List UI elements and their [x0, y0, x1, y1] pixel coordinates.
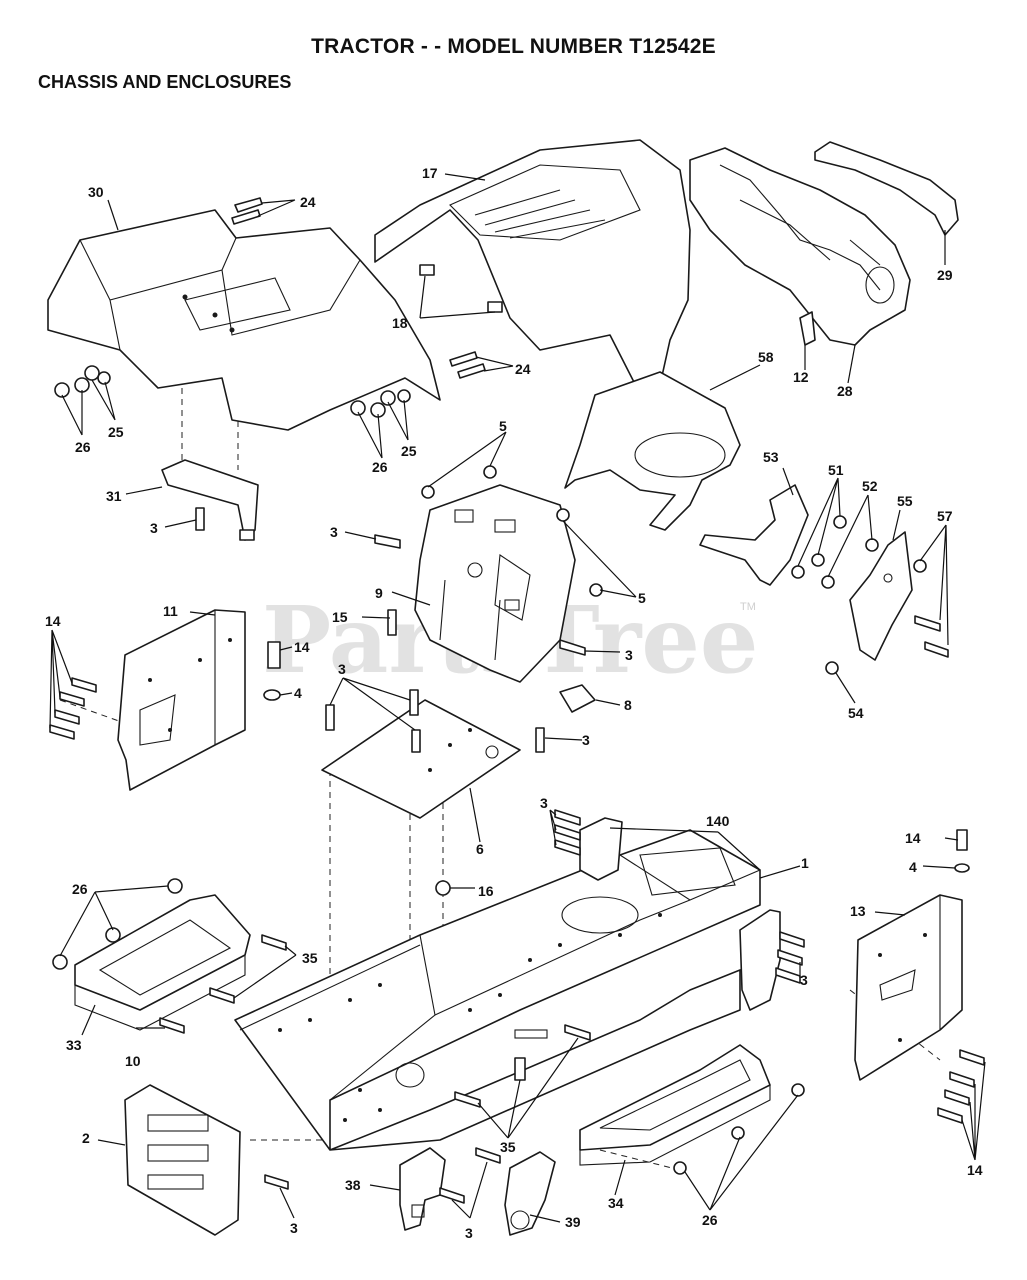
callout-8: 8 — [624, 697, 632, 713]
callout-52: 52 — [862, 478, 878, 494]
callout-31: 31 — [106, 488, 122, 504]
callout-3-i: 3 — [465, 1225, 473, 1241]
callout-14: 14 — [45, 613, 61, 629]
part-front-axle-bracket — [739, 909, 781, 1011]
callout-24: 24 — [300, 194, 316, 210]
part-53-bracket — [699, 484, 809, 586]
part-28-grille-housing — [689, 147, 911, 346]
part-12-bracket — [799, 311, 816, 346]
part-31-bracket — [161, 459, 259, 541]
callout-15: 15 — [332, 609, 348, 625]
callout-5-b: 5 — [638, 590, 646, 606]
callout-5: 5 — [499, 418, 507, 434]
hardware-fasteners — [49, 197, 985, 1204]
part-8-clip — [559, 684, 596, 713]
callout-3: 3 — [150, 520, 158, 536]
callout-14-c: 14 — [905, 830, 921, 846]
page-title: TRACTOR - - MODEL NUMBER T12542E — [311, 35, 716, 58]
callout-58: 58 — [758, 349, 774, 365]
callout-3-f: 3 — [540, 795, 548, 811]
callout-38: 38 — [345, 1177, 361, 1193]
part-2-front-panel — [124, 1084, 241, 1236]
callout-4-b: 4 — [909, 859, 917, 875]
callout-2: 2 — [82, 1130, 90, 1146]
part-30-rear-fender — [47, 209, 441, 431]
watermark-trademark: TM — [740, 601, 756, 613]
callout-30: 30 — [88, 184, 104, 200]
part-58-air-baffle — [564, 371, 741, 531]
callout-3-g: 3 — [800, 972, 808, 988]
callout-26: 26 — [75, 439, 91, 455]
part-38-bracket — [399, 1147, 446, 1231]
callout-17: 17 — [422, 165, 438, 181]
callout-51: 51 — [828, 462, 844, 478]
callout-28: 28 — [837, 383, 853, 399]
part-39-bracket — [504, 1151, 556, 1236]
callout-35: 35 — [302, 950, 318, 966]
callout-9: 9 — [375, 585, 383, 601]
callout-16: 16 — [478, 883, 494, 899]
part-33-left-footrest — [74, 894, 251, 1031]
callout-53: 53 — [763, 449, 779, 465]
callout-34: 34 — [608, 1195, 624, 1211]
callout-4: 4 — [294, 685, 302, 701]
callout-55: 55 — [897, 493, 913, 509]
part-55-bracket — [849, 531, 913, 661]
callout-140: 140 — [706, 813, 730, 829]
callout-26-b: 26 — [372, 459, 388, 475]
callout-35-b: 35 — [500, 1139, 516, 1155]
section-title: CHASSIS AND ENCLOSURES — [38, 72, 292, 92]
callout-33: 33 — [66, 1037, 82, 1053]
part-29-grille-cap — [814, 141, 959, 236]
callout-26-d: 26 — [702, 1212, 718, 1228]
callout-1: 1 — [801, 855, 809, 871]
callout-54: 54 — [848, 705, 864, 721]
callout-25: 25 — [108, 424, 124, 440]
callout-57: 57 — [937, 508, 953, 524]
part-140-front-bracket — [579, 817, 623, 881]
callout-3-e: 3 — [582, 732, 590, 748]
part-11-left-side-panel — [117, 609, 246, 791]
part-9-dash-panel — [414, 484, 576, 683]
callout-12: 12 — [793, 369, 809, 385]
callout-24-lower: 24 — [515, 361, 531, 377]
callout-3-c: 3 — [625, 647, 633, 663]
callout-11: 11 — [163, 603, 178, 619]
callout-25-b: 25 — [401, 443, 417, 459]
part-6-plate — [321, 699, 521, 819]
part-13-right-side-panel — [854, 894, 963, 1081]
callout-6: 6 — [476, 841, 484, 857]
callout-3-d: 3 — [338, 661, 346, 677]
callout-3-b: 3 — [330, 524, 338, 540]
callout-39: 39 — [565, 1214, 581, 1230]
callout-labels: 30 24 17 29 18 24 12 28 58 26 25 26 25 5… — [45, 165, 983, 1241]
part-1-main-frame — [234, 829, 761, 1151]
callout-14-d: 14 — [967, 1162, 983, 1178]
callout-29: 29 — [937, 267, 953, 283]
callout-13: 13 — [850, 903, 866, 919]
part-34-right-footrest — [579, 1044, 771, 1166]
callout-10: 10 — [125, 1053, 141, 1069]
callout-14-b: 14 — [294, 639, 310, 655]
callout-18: 18 — [392, 315, 408, 331]
callout-26-c: 26 — [72, 881, 88, 897]
leader-lines — [49, 173, 986, 1223]
callout-3-h: 3 — [290, 1220, 298, 1236]
